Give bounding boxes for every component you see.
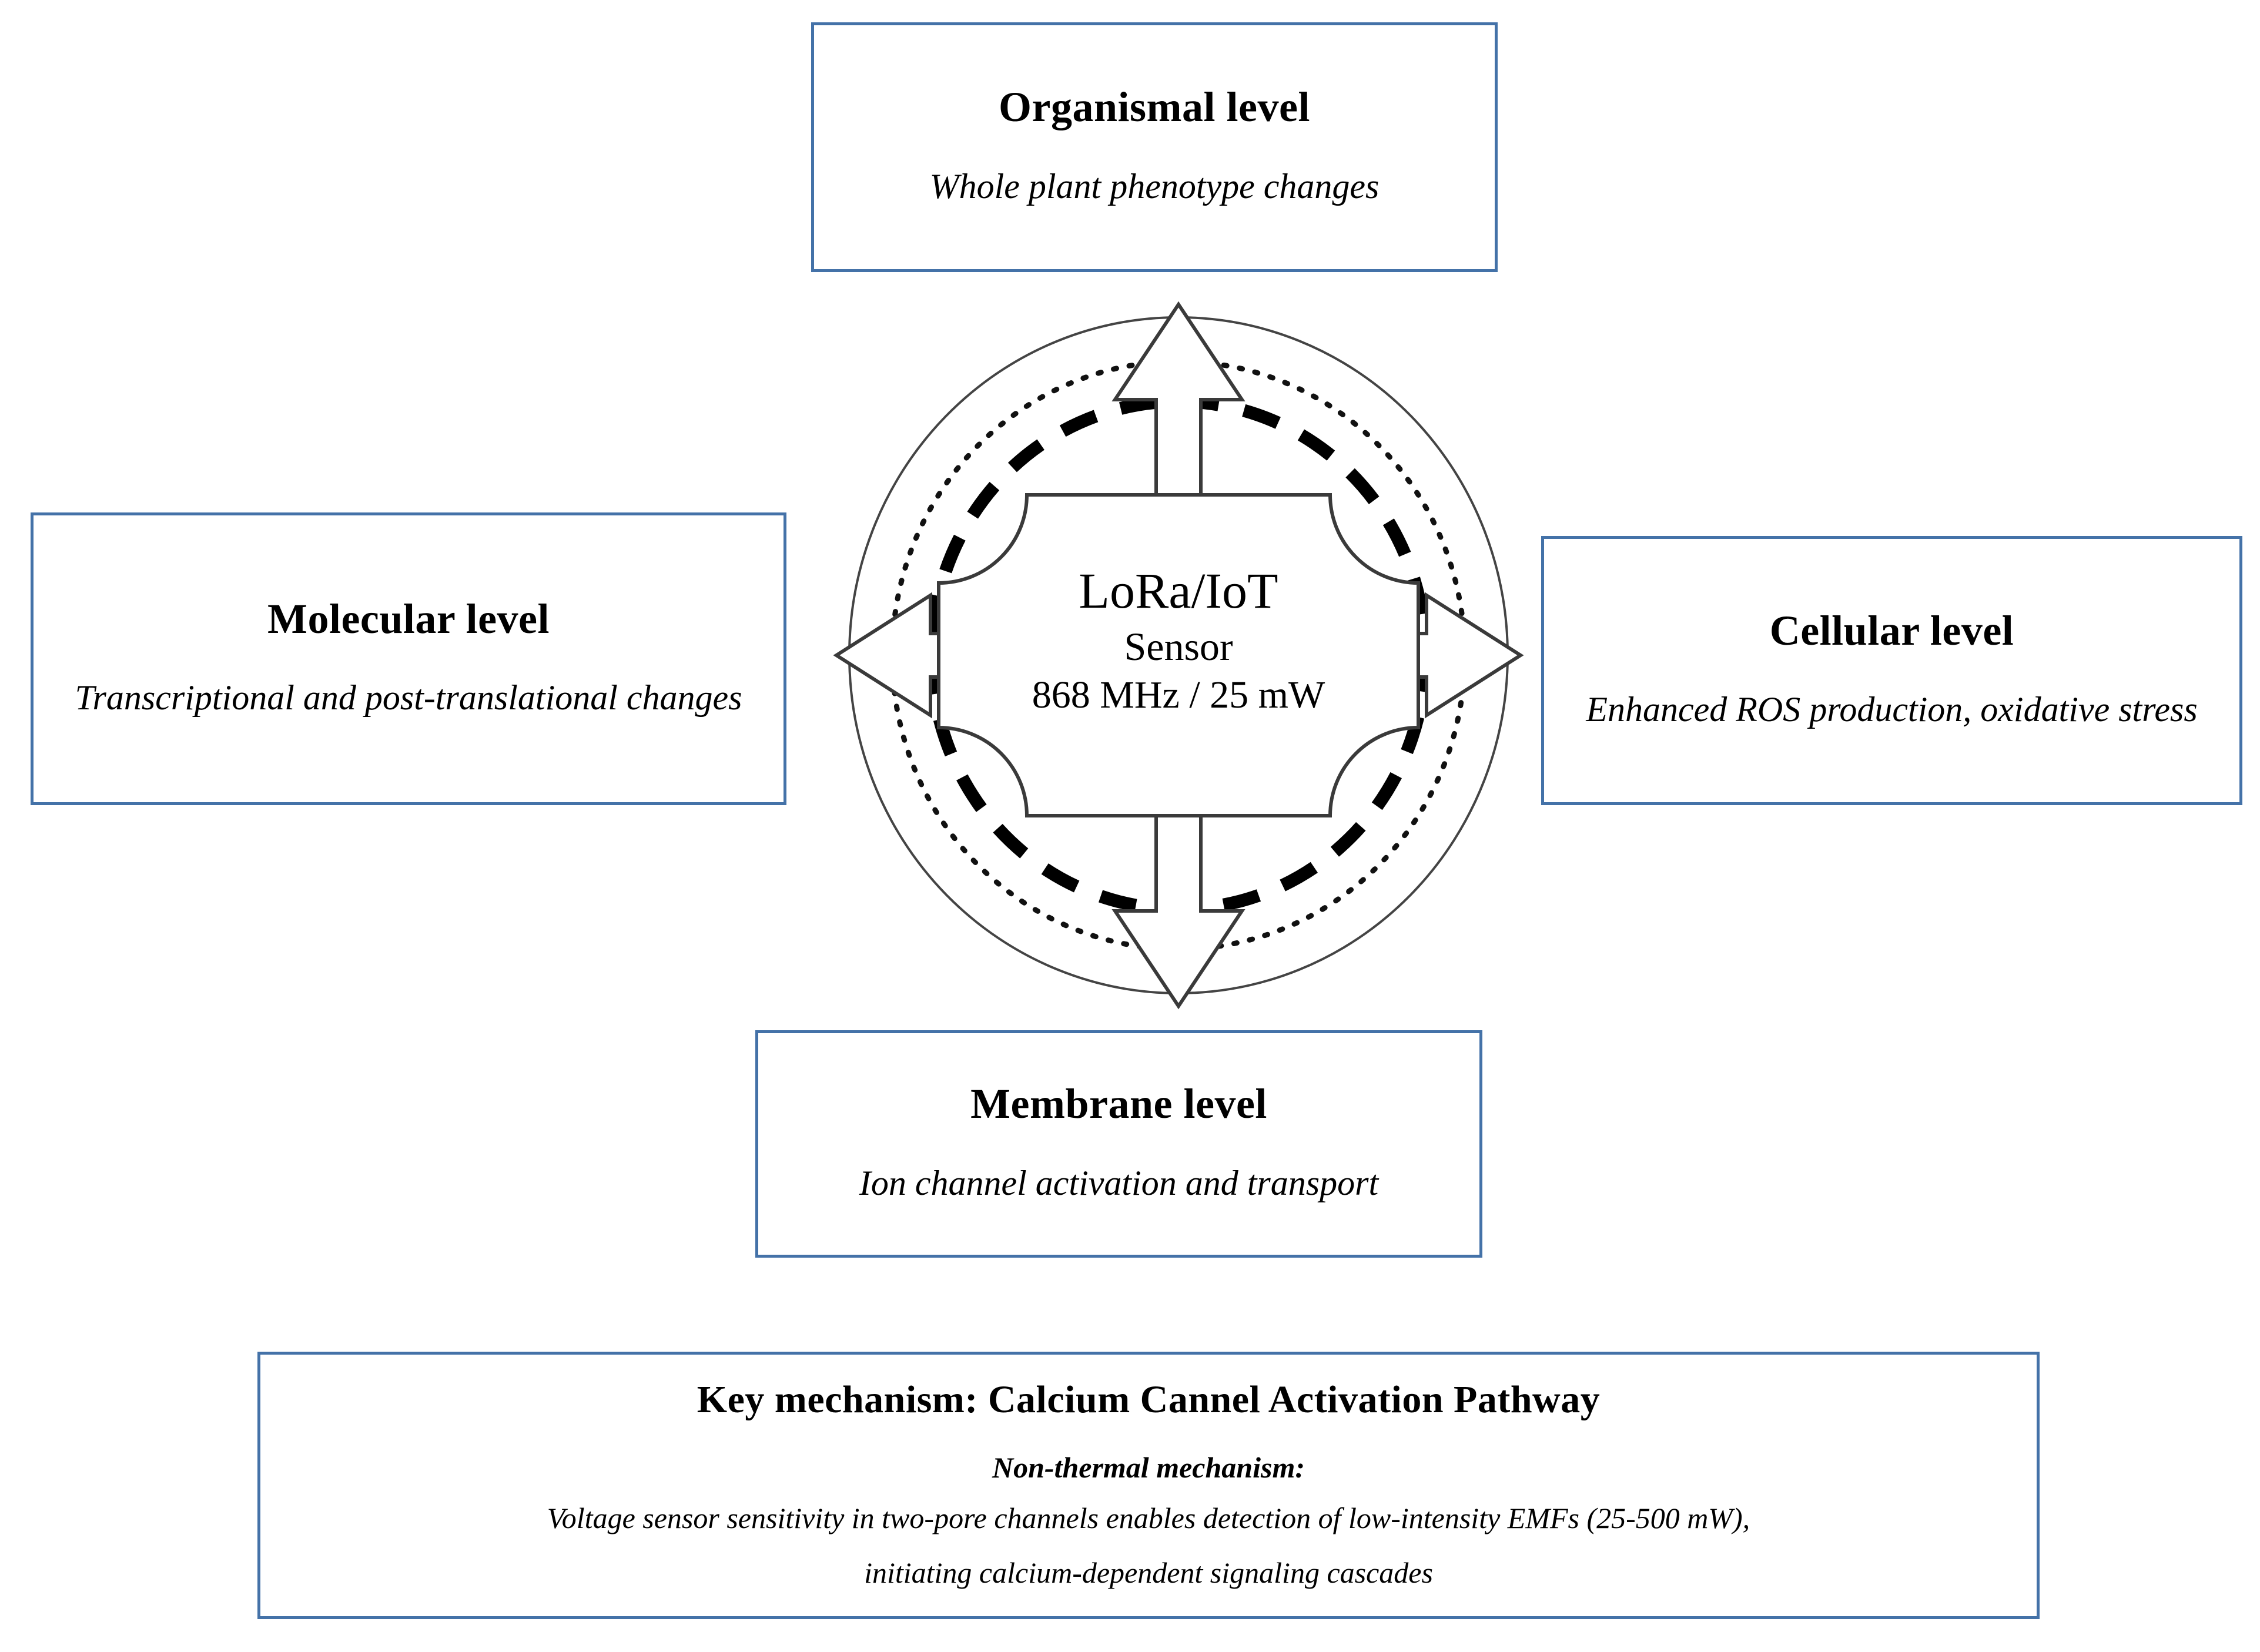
- level-box-molecular: Molecular level Transcriptional and post…: [31, 512, 786, 805]
- level-desc-organismal: Whole plant phenotype changes: [929, 166, 1380, 206]
- mechanism-title: Key mechanism: Calcium Cannel Activation…: [697, 1378, 1601, 1421]
- mechanism-line-2: initiating calcium-dependent signaling c…: [864, 1556, 1433, 1589]
- level-desc-cellular: Enhanced ROS production, oxidative stres…: [1586, 690, 2198, 729]
- key-mechanism-box: Key mechanism: Calcium Cannel Activation…: [257, 1352, 2040, 1619]
- emitter-svg: [833, 301, 1524, 1010]
- level-title-organismal: Organismal level: [999, 83, 1310, 131]
- level-title-cellular: Cellular level: [1769, 606, 2014, 654]
- level-desc-membrane: Ion channel activation and transport: [859, 1163, 1379, 1202]
- level-title-molecular: Molecular level: [267, 595, 550, 642]
- level-title-membrane: Membrane level: [970, 1080, 1267, 1128]
- arrow-down-icon: [1111, 797, 1245, 1010]
- level-box-membrane: Membrane level Ion channel activation an…: [755, 1030, 1482, 1258]
- arrow-up-icon: [1111, 301, 1245, 513]
- mechanism-line-1: Voltage sensor sensitivity in two-pore c…: [547, 1501, 1750, 1534]
- central-sensor-emitter: LoRa/IoT Sensor 868 MHz / 25 mW: [820, 288, 1537, 1023]
- level-box-cellular: Cellular level Enhanced ROS production, …: [1541, 536, 2242, 805]
- sensor-body-shape: [937, 493, 1420, 817]
- level-desc-molecular: Transcriptional and post-translational c…: [75, 678, 742, 718]
- mechanism-subtitle: Non-thermal mechanism:: [992, 1450, 1305, 1484]
- level-box-organismal: Organismal level Whole plant phenotype c…: [811, 22, 1498, 272]
